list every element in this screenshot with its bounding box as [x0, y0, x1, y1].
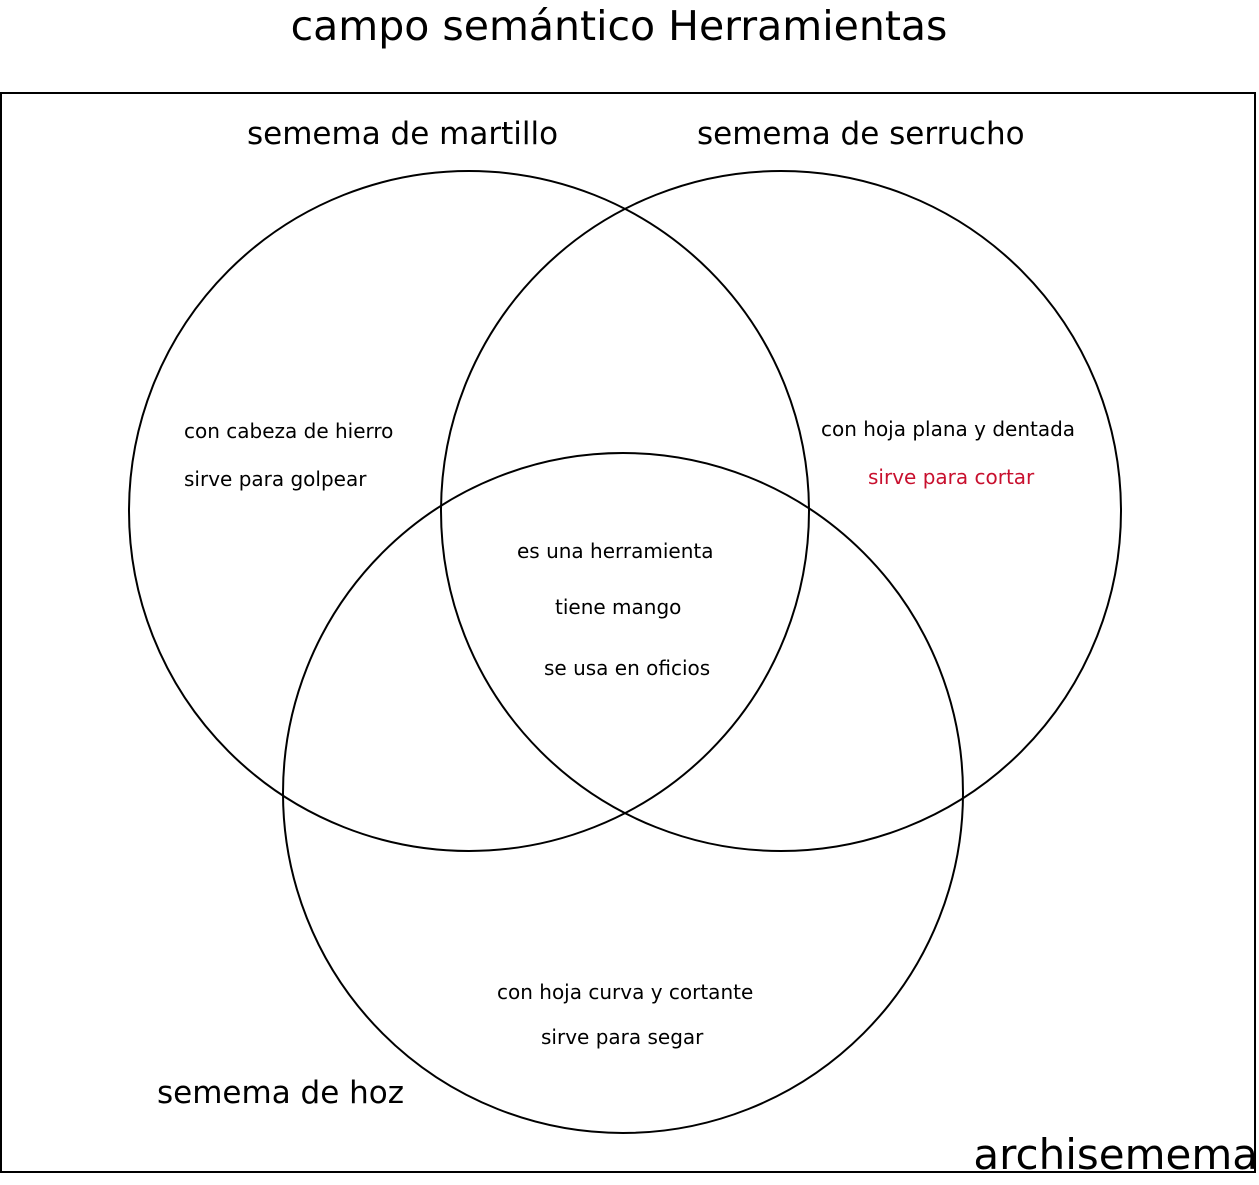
feature-hoz-2: sirve para segar [541, 1025, 704, 1049]
archisemema-frame [0, 92, 1256, 1173]
feature-martillo-2: sirve para golpear [184, 467, 367, 491]
circle-hoz [282, 452, 964, 1134]
label-martillo: semema de martillo [247, 116, 559, 152]
label-hoz: semema de hoz [157, 1075, 405, 1111]
circle-martillo [128, 170, 810, 852]
diagram-title: campo semántico Herramientas [290, 2, 948, 50]
intersection-3: se usa en oficios [544, 656, 711, 680]
feature-martillo-1: con cabeza de hierro [184, 419, 394, 443]
feature-hoz-1: con hoja curva y cortante [497, 980, 754, 1004]
label-serrucho: semema de serrucho [697, 116, 1025, 152]
feature-serrucho-1: con hoja plana y dentada [821, 417, 1076, 441]
circle-serrucho [440, 170, 1122, 852]
archisemema-label: archisemema [973, 1130, 1258, 1179]
intersection-1: es una herramienta [517, 539, 714, 563]
intersection-2: tiene mango [555, 595, 682, 619]
feature-serrucho-2: sirve para cortar [868, 465, 1035, 489]
